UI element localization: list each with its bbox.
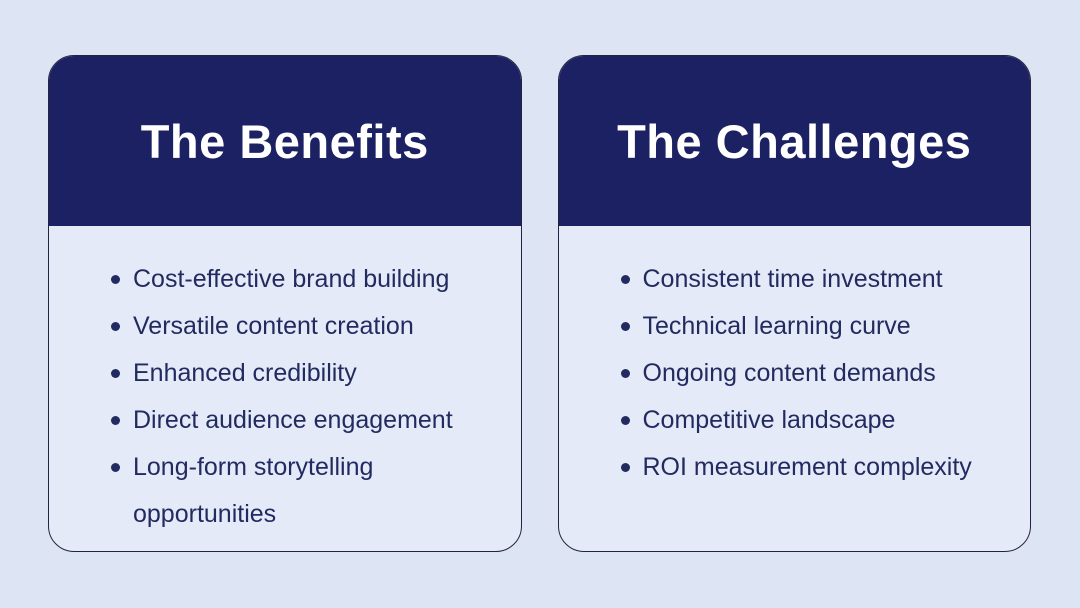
list-item: Consistent time investment [620,256,1007,303]
list-item: Enhanced credibility [111,350,497,397]
list-item: Competitive landscape [620,397,1007,444]
list-item: Versatile content creation [111,303,497,350]
list-item: Direct audience engagement [111,397,497,444]
list-item: Ongoing content demands [620,350,1007,397]
benefits-card-header: The Benefits [49,56,521,226]
challenges-card-header: The Challenges [558,56,1030,226]
challenges-list: Consistent time investment Technical lea… [559,226,1031,491]
list-item: Technical learning curve [620,303,1007,350]
challenges-title: The Challenges [617,114,972,168]
list-item: Cost-effective brand building [111,256,497,303]
list-item: ROI measurement complexity [620,444,1007,491]
benefits-list: Cost-effective brand building Versatile … [49,226,521,538]
challenges-card: The Challenges Consistent time investmen… [557,55,1031,552]
list-item: Long-form storytelling opportunities [111,444,497,538]
benefits-card: The Benefits Cost-effective brand buildi… [48,55,522,552]
benefits-title: The Benefits [140,114,429,168]
